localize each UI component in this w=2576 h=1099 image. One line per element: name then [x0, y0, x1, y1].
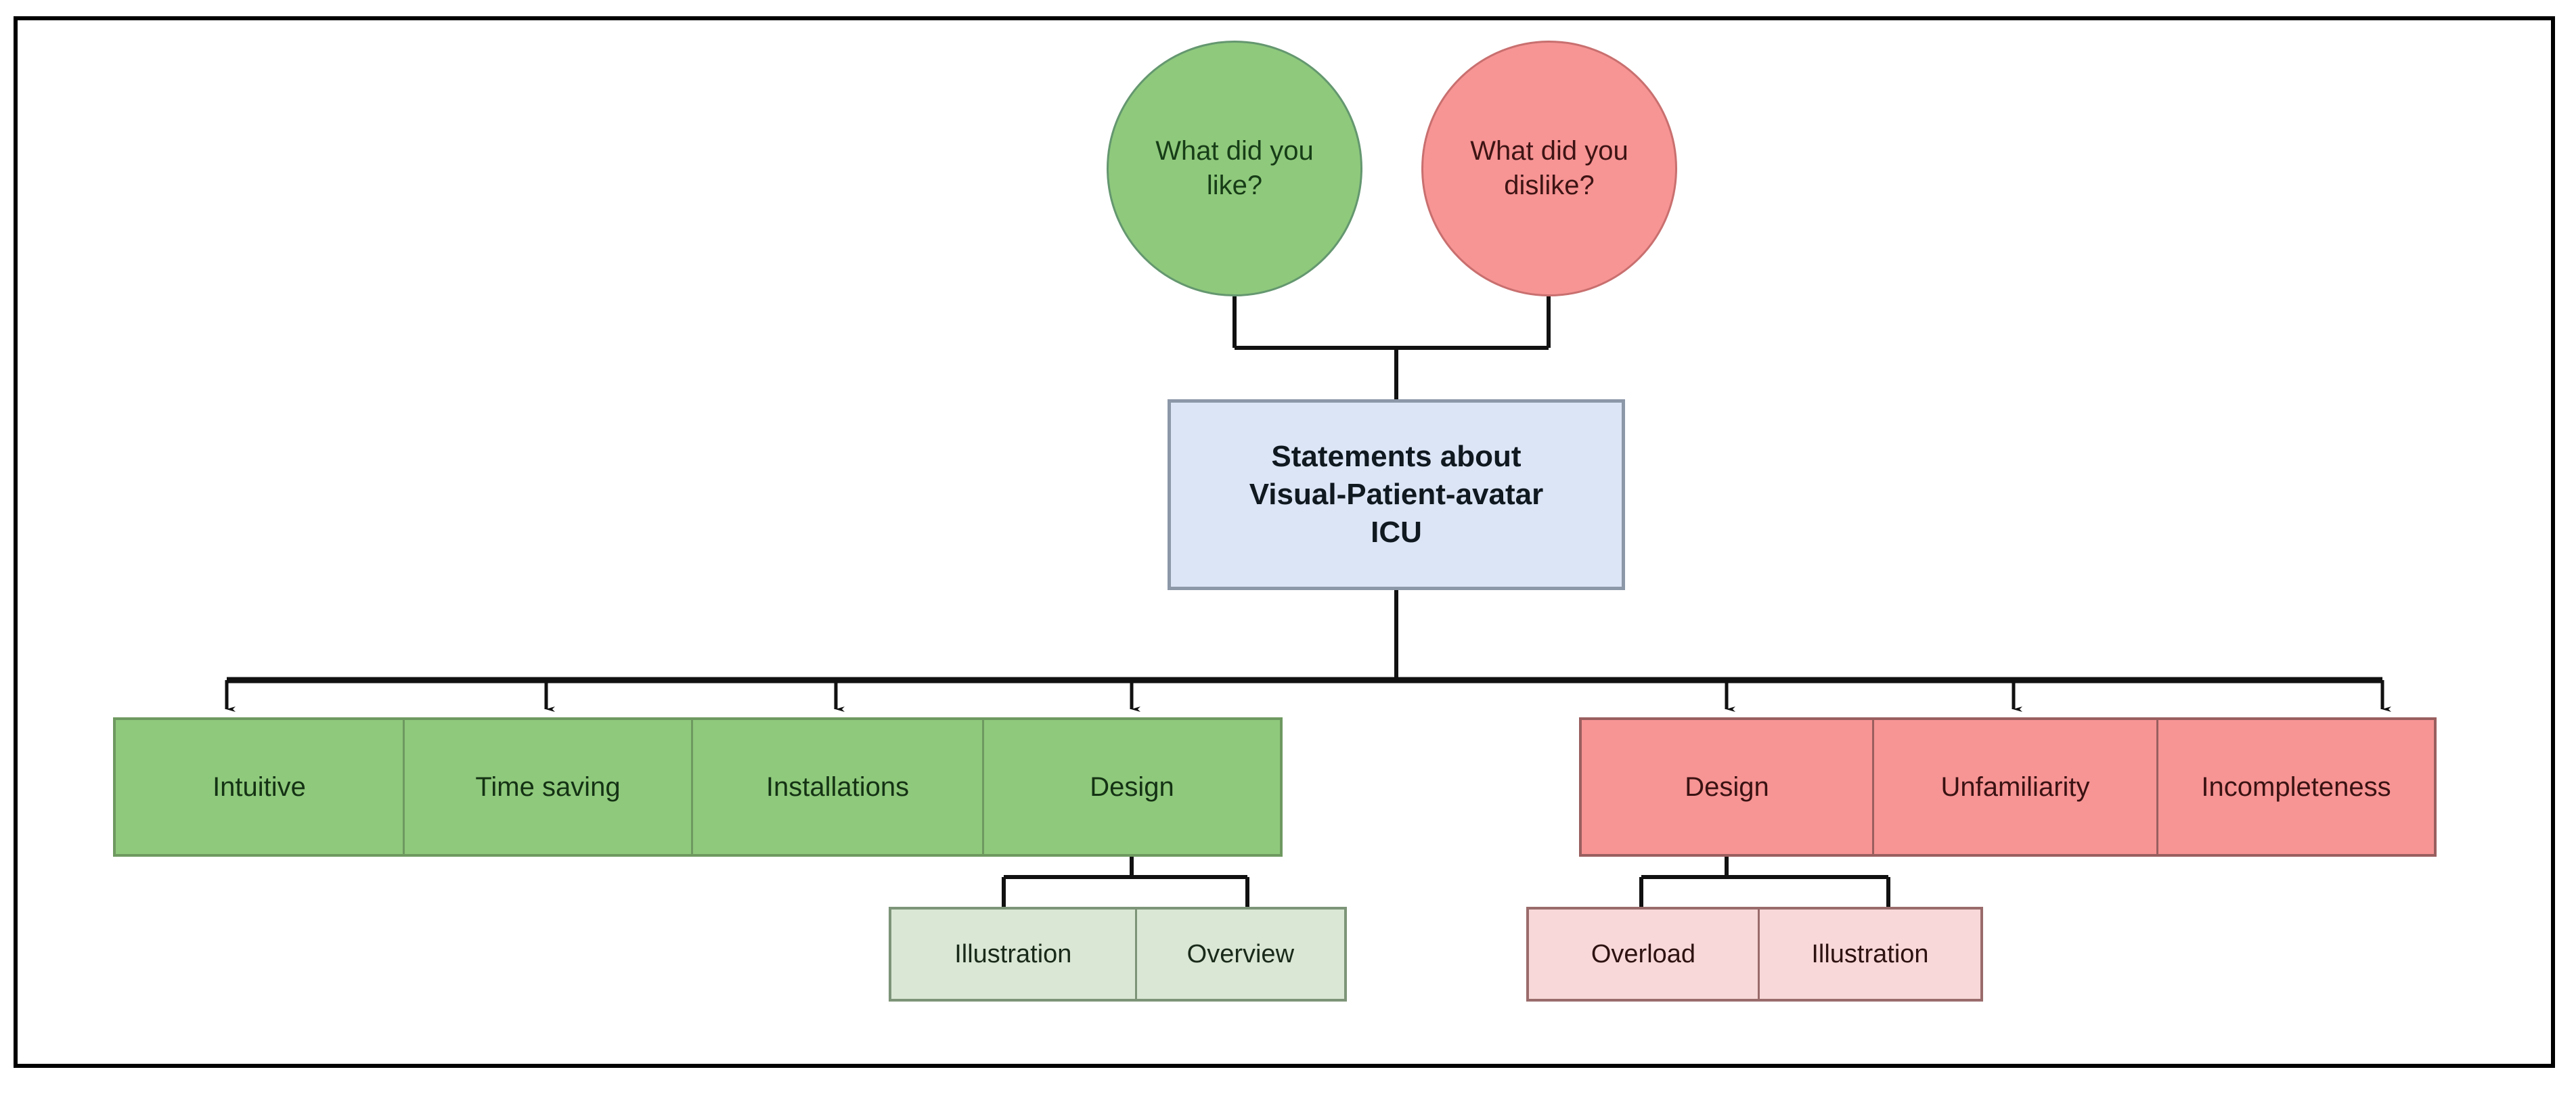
root-node-line-2: Visual-Patient-avatar	[1249, 477, 1544, 511]
category-like-design-label: Design	[1090, 771, 1174, 802]
dislike-subcategory-row: Overload Illustration	[1526, 907, 1983, 1002]
root-node-label: Statements about Visual-Patient-avatar I…	[1249, 438, 1543, 552]
root-node-line-1: Statements about	[1271, 439, 1522, 473]
category-unfamiliarity-label: Unfamiliarity	[1940, 771, 2090, 802]
like-subcategory-row: Illustration Overview	[889, 907, 1347, 1002]
root-node-line-3: ICU	[1371, 516, 1422, 550]
subcategory-dislike-illustration[interactable]: Illustration	[1760, 910, 1980, 999]
category-installations-label: Installations	[765, 771, 910, 802]
category-intuitive[interactable]: Intuitive	[116, 720, 405, 854]
question-node-like[interactable]: What did you like?	[1107, 41, 1362, 296]
subcategory-dislike-overload[interactable]: Overload	[1529, 910, 1760, 999]
question-node-dislike-label: What did you dislike?	[1470, 135, 1628, 200]
category-unfamiliarity[interactable]: Unfamiliarity	[1874, 720, 2158, 854]
dislike-category-row: Design Unfamiliarity Incompleteness	[1579, 717, 2437, 857]
category-incompleteness-label: Incompleteness	[2201, 771, 2391, 802]
category-dislike-design[interactable]: Design	[1582, 720, 1874, 854]
subcategory-like-overview-label: Overview	[1186, 939, 1295, 968]
category-time-saving[interactable]: Time saving	[405, 720, 693, 854]
question-node-like-label: What did you like?	[1155, 135, 1314, 200]
subcategory-dislike-overload-label: Overload	[1591, 939, 1696, 968]
category-intuitive-label: Intuitive	[213, 771, 306, 802]
subcategory-dislike-illustration-label: Illustration	[1811, 939, 1929, 968]
subcategory-like-overview[interactable]: Overview	[1137, 910, 1344, 999]
subcategory-like-illustration-label: Illustration	[954, 939, 1072, 968]
category-like-design[interactable]: Design	[984, 720, 1280, 854]
like-category-row: Intuitive Time saving Installations Desi…	[113, 717, 1283, 857]
subcategory-like-illustration[interactable]: Illustration	[891, 910, 1137, 999]
category-incompleteness[interactable]: Incompleteness	[2158, 720, 2434, 854]
category-installations[interactable]: Installations	[693, 720, 984, 854]
question-node-dislike[interactable]: What did you dislike?	[1421, 41, 1677, 296]
category-dislike-design-label: Design	[1685, 771, 1769, 802]
category-time-saving-label: Time saving	[475, 771, 621, 802]
root-node-statements[interactable]: Statements about Visual-Patient-avatar I…	[1168, 399, 1625, 590]
